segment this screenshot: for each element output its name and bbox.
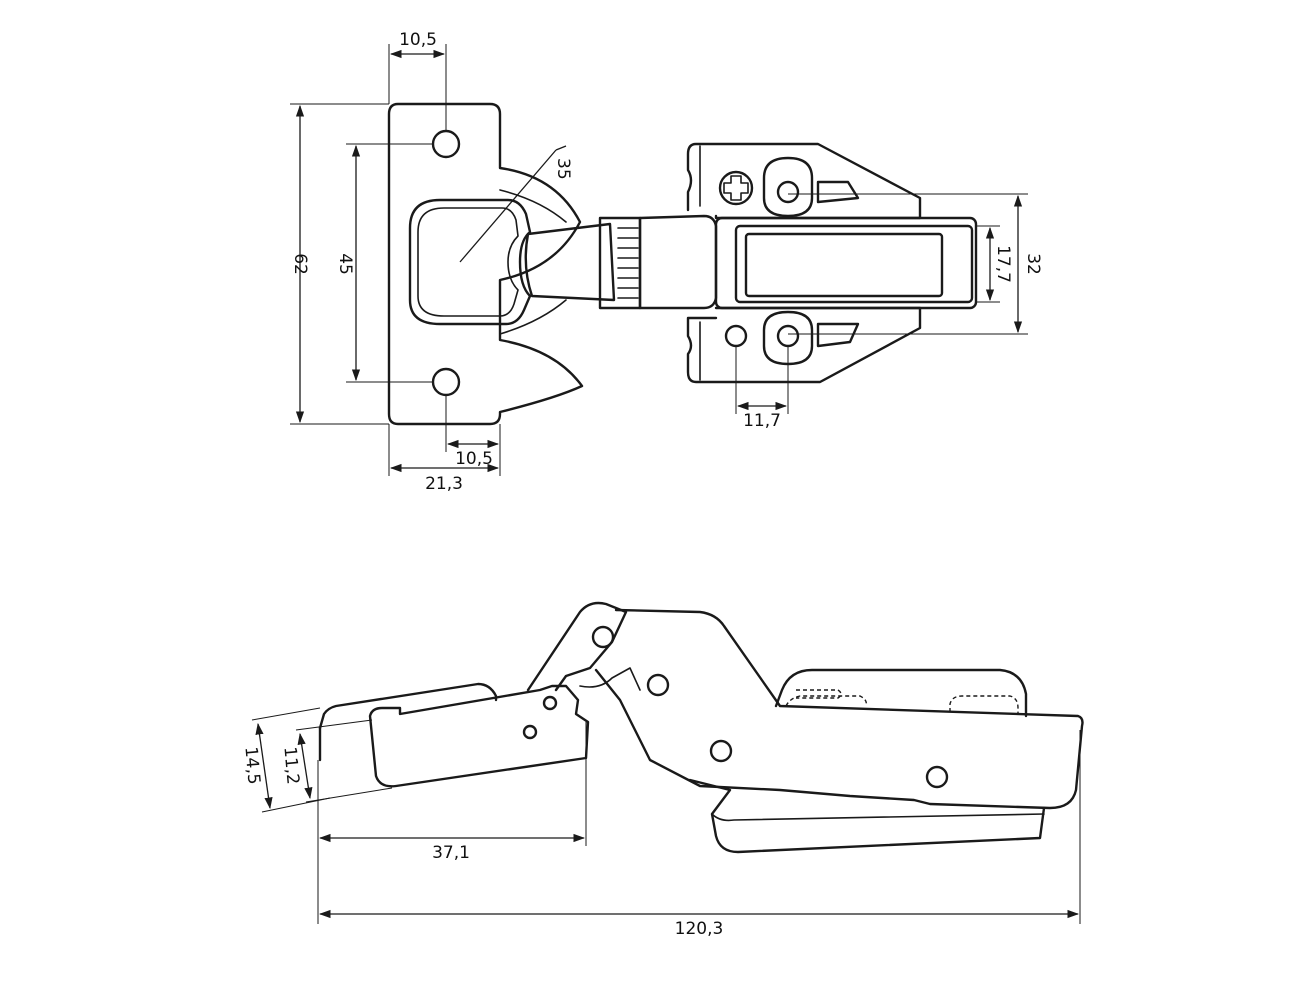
spring-coils <box>617 227 639 299</box>
dimension-arm-width: 17,7 <box>976 225 1013 303</box>
side-lower-arm-inner <box>711 813 1045 822</box>
dimension-bottom-hole-offset: 10,5 <box>445 394 501 476</box>
mount-hole-top <box>776 180 800 204</box>
mount-slot-top <box>762 156 814 218</box>
mount-tab-bottom <box>816 322 860 348</box>
hinge-cup-inner <box>417 207 519 317</box>
dim-label-cup-height: 14,5 <box>240 746 263 785</box>
side-mount-plate-top <box>774 668 1028 718</box>
dim-label-total-height: 62 <box>290 253 310 275</box>
dimension-plate-width: 21,3 <box>388 424 500 494</box>
plate-screw-hole-bottom <box>431 367 461 397</box>
side-pivot-3 <box>709 739 733 763</box>
plate-screw-hole-top <box>431 129 461 159</box>
dim-label-top-hole-offset: 10,5 <box>399 30 437 50</box>
dim-label-cup-length: 37,1 <box>432 843 470 863</box>
mount-hole-side <box>724 324 748 348</box>
arm-body-inner <box>734 224 974 304</box>
dim-label-bottom-hole-offset: 10,5 <box>455 449 493 469</box>
arm-body-slot <box>744 232 944 298</box>
hinge-side-view: 14,5 11,2 37,1 120,3 <box>240 601 1084 939</box>
dim-label-mount-plate-height: 32 <box>1023 253 1043 275</box>
side-cup-front <box>368 684 590 788</box>
side-pivot-2 <box>646 673 670 697</box>
side-cup-body <box>318 682 498 730</box>
adjustment-screw <box>718 170 754 206</box>
dim-label-mount-hole-spacing: 11,7 <box>743 411 781 431</box>
dimension-hole-spacing: 45 <box>335 143 433 383</box>
mount-tab-top <box>816 180 860 204</box>
dimension-cup-diameter: 35 <box>459 145 573 263</box>
arm-connector <box>638 214 718 310</box>
side-link-joint <box>579 667 641 691</box>
side-cup-rivet-bottom <box>522 724 538 740</box>
dim-label-cup-diameter: 35 <box>553 158 573 180</box>
dim-label-arm-width: 17,7 <box>993 245 1013 283</box>
side-lower-arm <box>688 778 1046 854</box>
side-link-upper <box>526 601 628 692</box>
spring-housing <box>598 216 642 310</box>
hinge-top-view: 10,5 62 45 35 10,5 21,3 <box>290 30 1043 494</box>
cup-mounting-plate <box>387 102 584 426</box>
screw-cross-icon <box>723 175 749 201</box>
side-mount-hidden-2 <box>796 689 842 699</box>
cup-plate-curve <box>499 189 567 335</box>
side-link-main <box>594 608 1084 810</box>
dim-label-plate-width: 21,3 <box>425 474 463 494</box>
dim-label-cup-depth: 11,2 <box>279 746 302 785</box>
dim-label-overall-length: 120,3 <box>675 919 724 939</box>
hinge-cup-outline <box>408 198 532 326</box>
dimension-total-height: 62 <box>290 103 389 425</box>
dim-label-hole-spacing: 45 <box>335 253 355 275</box>
dimension-overall-length: 120,3 <box>317 730 1081 939</box>
dimension-cup-depth: 11,2 <box>279 719 393 803</box>
side-mount-hidden-1 <box>785 695 868 707</box>
mount-hole-bottom <box>776 324 800 348</box>
dimension-top-hole-offset: 10,5 <box>388 30 447 132</box>
dimension-cup-length: 37,1 <box>317 722 587 863</box>
side-pivot-1 <box>591 625 615 649</box>
side-pivot-4 <box>925 765 949 789</box>
dimension-mount-plate-height: 32 <box>788 193 1043 335</box>
side-cup-rivet-top <box>542 695 558 711</box>
dimension-mount-hole-spacing: 11,7 <box>735 346 789 431</box>
mounting-base-plate <box>686 142 922 384</box>
hinge-arm-body <box>714 216 978 310</box>
